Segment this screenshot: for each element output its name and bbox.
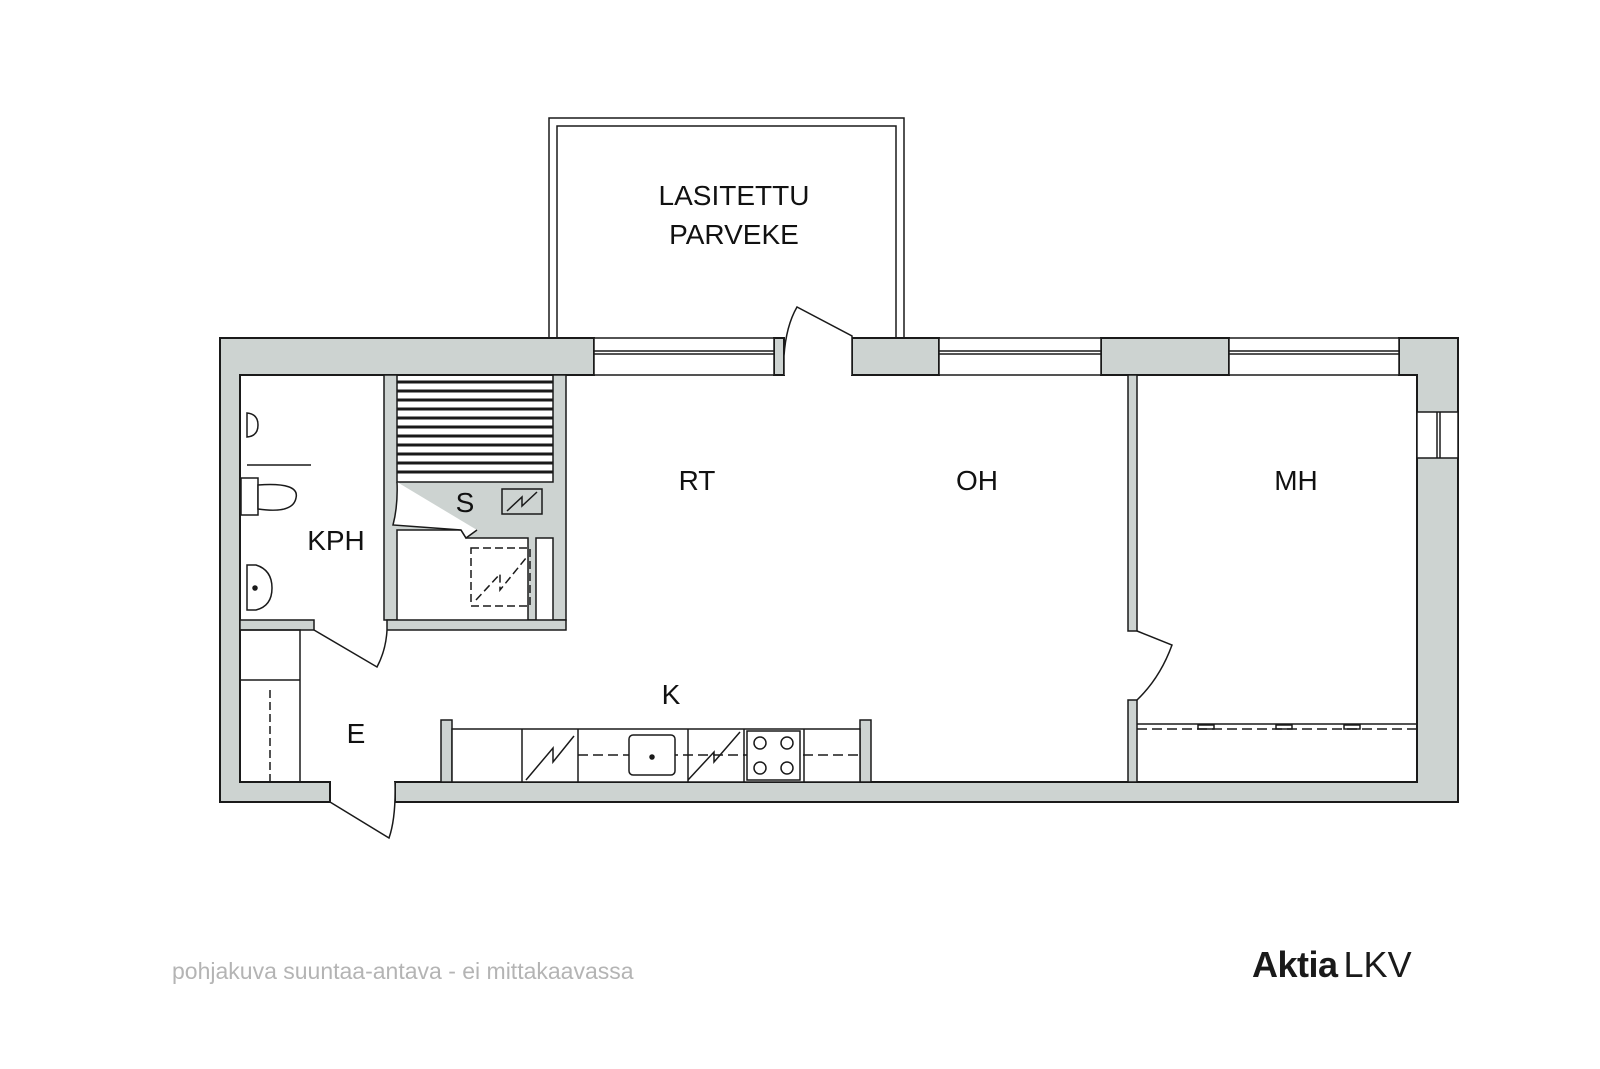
label-oh: OH bbox=[956, 465, 998, 496]
label-balcony-line2: PARVEKE bbox=[669, 219, 799, 250]
label-k: K bbox=[662, 679, 681, 710]
sauna-stove-icon bbox=[501, 488, 543, 515]
balcony bbox=[548, 117, 905, 338]
entrance-wardrobe bbox=[239, 629, 301, 783]
sauna-door bbox=[392, 481, 478, 540]
kitchen-counter bbox=[451, 728, 861, 783]
bathroom-fixtures bbox=[240, 412, 311, 611]
brand-suffix: LKV bbox=[1343, 944, 1412, 985]
bedroom-wardrobe bbox=[1137, 723, 1417, 730]
label-mh: MH bbox=[1274, 465, 1318, 496]
label-e: E bbox=[347, 718, 366, 749]
windows bbox=[593, 337, 1459, 459]
shower-head-icon bbox=[246, 412, 259, 438]
bedroom-door bbox=[1136, 630, 1173, 701]
label-rt: RT bbox=[679, 465, 716, 496]
entrance-door bbox=[329, 781, 396, 840]
disclaimer-text: pohjakuva suuntaa-antava - ei mittakaava… bbox=[172, 958, 634, 984]
label-balcony-line1: LASITETTU bbox=[659, 180, 810, 211]
brand-name: Aktia bbox=[1252, 944, 1338, 985]
bathroom-door bbox=[313, 629, 388, 669]
label-s: S bbox=[456, 487, 475, 518]
stove-icon bbox=[746, 730, 801, 781]
washer-area bbox=[470, 547, 531, 607]
sink-icon bbox=[246, 564, 273, 611]
interior-walls bbox=[239, 374, 1138, 783]
toilet-bowl-icon bbox=[257, 483, 298, 511]
sauna-benches bbox=[397, 380, 553, 474]
balcony-door bbox=[783, 306, 853, 375]
label-kph: KPH bbox=[307, 525, 365, 556]
toilet-tank-icon bbox=[240, 477, 259, 516]
